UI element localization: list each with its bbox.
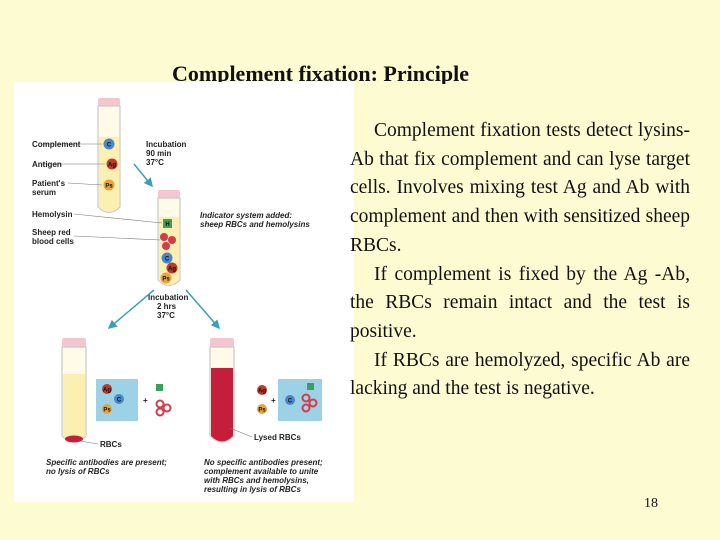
- label-complement: Complement: [32, 140, 81, 149]
- serum-molecule: [103, 179, 115, 191]
- tube-initial: C Ag Ps: [97, 98, 121, 214]
- lysed-liquid: [211, 368, 233, 442]
- slide-body-text: Complement fixation tests detect lysins-…: [350, 117, 690, 404]
- complement-molecule: [103, 138, 115, 150]
- arrow-incubation-1: [133, 163, 153, 188]
- paragraph-positive: If complement is fixed by the Ag -Ab, th…: [350, 263, 690, 342]
- indicator-line-2: sheep RBCs and hemolysins: [200, 220, 310, 229]
- diagram-svg: C Ag Ps Complement Antigen Patient's ser…: [32, 98, 323, 494]
- svg-text:C: C: [117, 398, 122, 404]
- complex-box-positive: Ag C Ps: [96, 379, 138, 421]
- rbc-pellet: [65, 435, 83, 443]
- complement-fixation-diagram: C Ag Ps Complement Antigen Patient's ser…: [14, 82, 354, 502]
- svg-text:C: C: [288, 399, 293, 405]
- label-sheep-2: blood cells: [32, 237, 74, 246]
- svg-text:C: C: [107, 143, 112, 149]
- complex-box-negative: C: [278, 379, 322, 421]
- arrow-negative: [185, 289, 220, 330]
- incubation-2-line-2: 2 hrs: [157, 302, 177, 311]
- svg-text:Ps: Ps: [258, 408, 266, 414]
- svg-text:Ag: Ag: [168, 267, 176, 273]
- svg-text:Ps: Ps: [105, 184, 113, 190]
- hemolysin-molecule: [163, 219, 172, 228]
- indicator-line-1: Indicator system added:: [200, 211, 292, 220]
- label-sheep-1: Sheep red: [32, 228, 71, 237]
- tube-positive: [61, 338, 87, 443]
- tube-indicator: H C Ag Ps: [157, 190, 181, 287]
- arrow-positive: [107, 289, 155, 329]
- label-serum-1: Patient's: [32, 179, 66, 188]
- result-negative-line-3: with RBCs and hemolysins,: [204, 476, 309, 485]
- label-lysed-rbcs: Lysed RBCs: [254, 433, 301, 442]
- incubation-1-line-1: Incubation: [146, 140, 187, 149]
- svg-text:Ag: Ag: [258, 389, 266, 395]
- tube-negative: [209, 338, 235, 443]
- svg-text:C: C: [165, 257, 170, 263]
- label-serum-2: serum: [32, 188, 56, 197]
- label-hemolysin: Hemolysin: [32, 210, 73, 219]
- incubation-1-line-3: 37°C: [146, 158, 164, 167]
- slide-title: Complement fixation: Principle: [172, 61, 469, 84]
- incubation-2-line-3: 37°C: [157, 311, 175, 320]
- antigen-molecule: [106, 158, 118, 170]
- paragraph-principle: Complement fixation tests detect lysins-…: [350, 120, 690, 256]
- result-negative-line-2: complement available to unite: [204, 467, 319, 476]
- svg-text:H: H: [165, 222, 169, 228]
- result-negative-line-4: resulting in lysis of RBCs: [204, 485, 301, 494]
- svg-text:Ps: Ps: [103, 408, 111, 414]
- label-rbcs: RBCs: [100, 440, 122, 449]
- incubation-2-line-1: Incubation: [148, 293, 189, 302]
- result-positive-line-1: Specific antibodies are present;: [46, 458, 167, 467]
- incubation-1-line-2: 90 min: [146, 149, 171, 158]
- svg-text:Ag: Ag: [103, 388, 111, 394]
- label-antigen: Antigen: [32, 160, 62, 169]
- svg-text:+: +: [271, 396, 276, 405]
- result-positive-line-2: no lysis of RBCs: [46, 467, 110, 476]
- page-number: 18: [644, 496, 658, 511]
- svg-text:Ag: Ag: [108, 163, 116, 169]
- svg-text:+: +: [143, 396, 148, 405]
- result-negative-line-1: No specific antibodies present;: [204, 458, 323, 467]
- paragraph-negative: If RBCs are hemolyzed, specific Ab are l…: [350, 349, 690, 400]
- svg-text:Ps: Ps: [162, 277, 170, 283]
